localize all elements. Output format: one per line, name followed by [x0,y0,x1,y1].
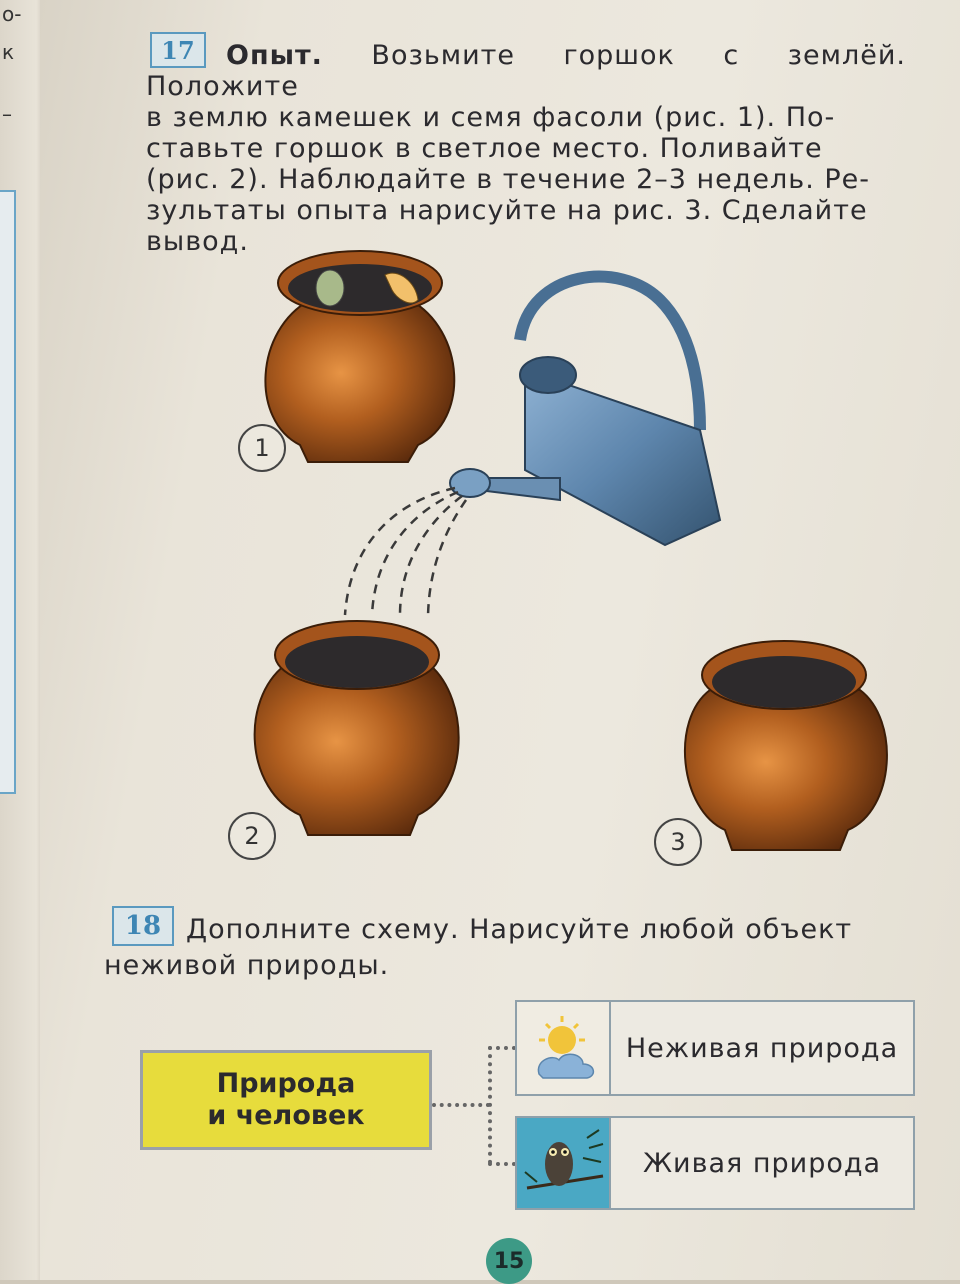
connector-line [432,1103,490,1107]
living-picture [517,1118,611,1208]
sun-cloud-icon [517,1002,609,1094]
connector-line [488,1162,516,1166]
task-18-line: неживой природы. [104,950,390,981]
experiment-illustration [253,250,888,851]
scheme-main-line: Природа [216,1068,356,1099]
left-page-fragment: к [2,40,15,64]
left-page-fragment: о- [2,2,22,26]
task-17-title: Опыт. [226,40,323,71]
connector-line [488,1046,492,1164]
page-number: 15 [486,1238,532,1284]
scheme-branch-living: Живая природа [515,1116,915,1210]
left-page-box [0,190,16,794]
branch-label-nonliving: Неживая природа [625,1032,899,1064]
task-18-line: Дополните схему. Нарисуйте любой объект [186,914,853,945]
owl-icon [517,1118,609,1208]
water-stream [343,486,468,621]
task-17-line: вывод. [146,226,249,257]
scheme-main-line: и человек [207,1100,365,1131]
task-18-number: 18 [112,906,174,946]
pot-3-illustration [683,640,888,851]
connector-line [488,1046,516,1050]
task-17-number: 17 [150,32,206,68]
stone-icon [315,269,345,307]
scheme-branch-nonliving: Неживая природа [515,1000,915,1096]
figure-2-label: 2 [228,812,276,860]
branch-label-living: Живая природа [642,1147,882,1179]
watering-can-icon [449,270,722,547]
figure-3-label: 3 [654,818,702,866]
nonliving-picture [517,1002,611,1094]
task-17-line: зультаты опыта нарисуйте на рис. 3. Сдел… [146,195,868,226]
task-17-line: (рис. 2). Наблюдайте в течение 2–3 недел… [146,164,871,195]
task-17-text: Опыт. Возьмите горшок с землёй. Положите… [146,40,906,257]
scheme-main-box: Природа и человек [140,1050,432,1150]
bean-seed-icon [384,272,419,304]
pot-2-illustration [253,620,460,836]
task-18-text-line2: неживой природы. [104,948,804,984]
figure-1-label: 1 [238,424,286,472]
task-17-line: Возьмите горшок с землёй. Положите [146,40,906,102]
task-17-line: в землю камешек и семя фасоли (рис. 1). … [146,102,836,133]
task-18-text: Дополните схему. Нарисуйте любой объект [186,912,916,948]
task-17-line: ставьте горшок в светлое место. Поливайт… [146,133,823,164]
left-page-fragment: – [2,102,12,126]
pot-1-illustration [264,250,456,463]
